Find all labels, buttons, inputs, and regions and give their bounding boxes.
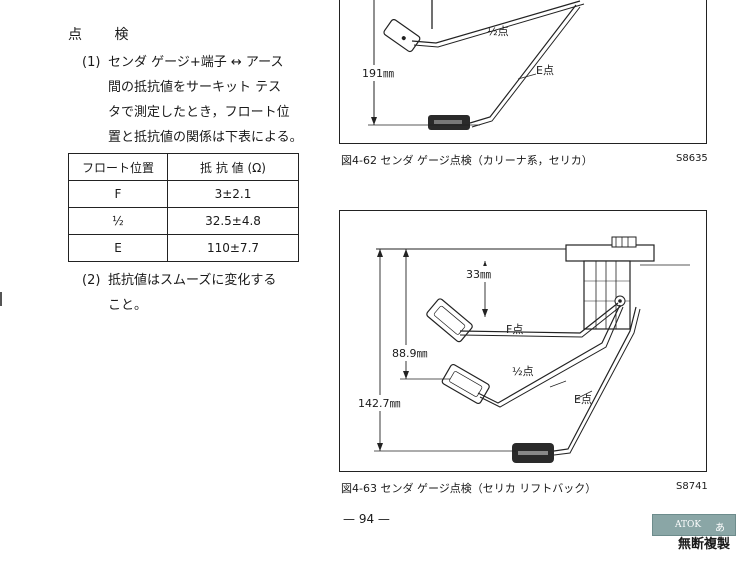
header-resistance: 抵 抗 値 (Ω) (167, 153, 299, 181)
figure-4-63-caption: 図4-63 センダ ゲージ点検（セリカ リフトバック） (341, 482, 597, 495)
fig2-label-33mm: 33㎜ (466, 266, 491, 282)
cell-position: F (68, 180, 168, 208)
fig1-label-dim: 191㎜ (362, 65, 394, 81)
item-1-line-1: センダ ゲージ+端子 ↔ アース (108, 55, 284, 70)
cell-resistance: 32.5±4.8 (167, 207, 299, 235)
fig2-label-half: ½点 (512, 365, 534, 378)
item-1-line-4: 置と抵抗値の関係は下表による。 (108, 130, 303, 145)
fig1-label-half: ½点 (487, 25, 509, 38)
figure-4-63-code: S8741 (676, 481, 708, 492)
table-row: ½ 32.5±4.8 (68, 207, 299, 235)
figure-4-62: ½点 E点 191㎜ (339, 0, 707, 144)
cell-position: E (68, 234, 168, 262)
figure-4-62-caption: 図4-62 センダ ゲージ点検（カリーナ系，セリカ） (341, 154, 593, 167)
ime-hiragana-mode[interactable]: あ (715, 523, 725, 534)
item-1-line-3: タで測定したとき，フロート位 (108, 105, 290, 120)
fig2-label-88-9mm: 88.9㎜ (392, 345, 428, 361)
ime-atok-label: ATOK (675, 520, 702, 530)
table-row: F 3±2.1 (68, 180, 299, 208)
cell-resistance: 110±7.7 (167, 234, 299, 262)
figure-4-63-diagram (374, 236, 690, 463)
page-number: — 94 — (343, 512, 390, 526)
item-2-line-2: こと。 (108, 298, 148, 313)
fig2-label-f: F点 (506, 323, 524, 336)
figure-4-62-diagram (368, 0, 585, 130)
fig2-label-e: E点 (574, 393, 592, 406)
table-header-row: フロート位置 抵 抗 値 (Ω) (68, 153, 299, 181)
item-1-line-2: 間の抵抗値をサーキット テス (108, 80, 282, 95)
cell-resistance: 3±2.1 (167, 180, 299, 208)
section-heading: 点 検 (68, 27, 143, 43)
fig1-label-e: E点 (536, 64, 554, 77)
figure-4-63: 33㎜ F点 88.9㎜ ½点 E点 142.7㎜ (339, 210, 707, 472)
item-2-number: (2) (82, 273, 101, 288)
fig2-label-142-7mm: 142.7㎜ (358, 395, 401, 411)
table-row: E 110±7.7 (68, 234, 299, 262)
item-2-line-1: 抵抗値はスムーズに変化する (108, 273, 277, 288)
header-float-position: フロート位置 (68, 153, 168, 181)
item-1-number: (1) (82, 55, 101, 70)
copy-notice: 無断複製 (678, 537, 731, 552)
page-edge-mark (0, 292, 2, 306)
ime-toolbar[interactable]: ATOK あ (652, 514, 736, 536)
cell-position: ½ (68, 207, 168, 235)
item-2: (2) 抵抗値はスムーズに変化する こと。 (82, 268, 322, 318)
item-1: (1) センダ ゲージ+端子 ↔ アース 間の抵抗値をサーキット テス タで測定し… (82, 50, 322, 150)
resistance-table: フロート位置 抵 抗 値 (Ω) F 3±2.1 ½ 32.5±4.8 E 11… (68, 153, 299, 262)
figure-4-62-code: S8635 (676, 153, 708, 164)
